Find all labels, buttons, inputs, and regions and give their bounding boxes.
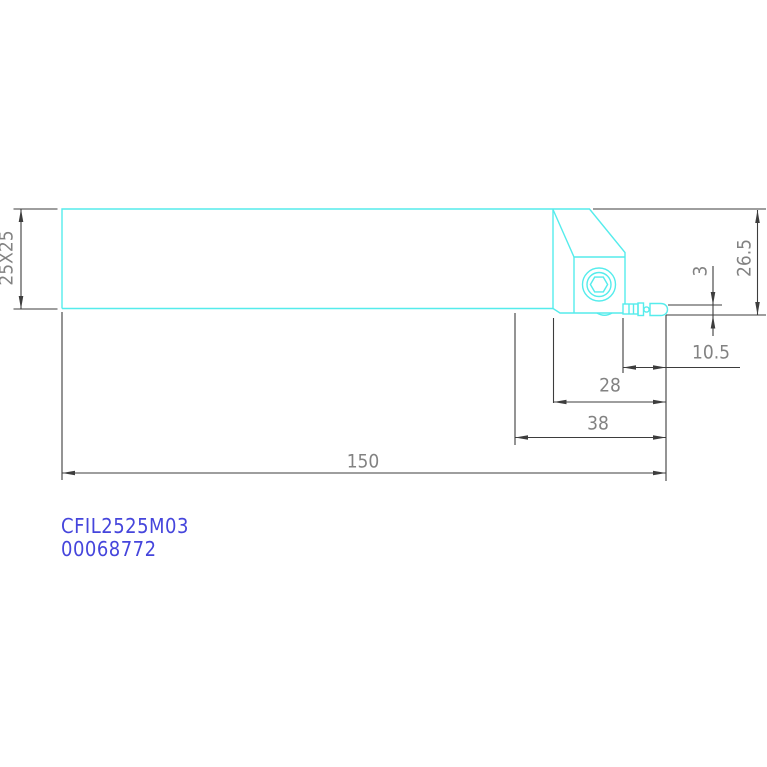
arrow-25x25-up — [18, 209, 24, 222]
arrow-10-5-right — [653, 365, 666, 370]
head-chamfer-inner-edge — [552, 209, 625, 258]
arrow-28-right — [653, 399, 666, 405]
arrow-150-left — [62, 470, 75, 476]
insert-assembly — [622, 302, 669, 317]
arrow-25x25-down — [18, 296, 24, 309]
arrow-10-5-left — [623, 365, 636, 370]
arrow-26-5-up — [755, 210, 760, 223]
tool-outline-top — [61, 208, 626, 309]
arrow-26-5-down — [755, 302, 760, 315]
arrow-150-right — [653, 470, 666, 476]
arrow-28-left — [553, 399, 567, 405]
arrow-38-left — [515, 435, 528, 440]
dim-label-insert-width: 3 — [689, 265, 712, 277]
insert-seat — [622, 303, 639, 315]
dim-label-overall-length: 150 — [346, 450, 380, 473]
clamp-screw-outer-circle — [581, 267, 617, 302]
insert-clamp-block — [637, 302, 645, 317]
insert-clamp-pin — [643, 306, 650, 313]
head-boundary-and-bottom-edge — [552, 209, 623, 314]
insert-tip — [649, 302, 669, 317]
part-number-label: CFIL2525M03 — [61, 514, 189, 538]
clamp-screw-hex-socket — [589, 276, 609, 293]
arrow-3-up — [710, 315, 716, 329]
arrow-3-down — [710, 292, 716, 305]
dim-label-tip-overhang: 10.5 — [691, 341, 731, 364]
order-number-label: 00068772 — [61, 537, 157, 561]
dim-label-shank-section: 25X25 — [0, 230, 18, 286]
dim-label-head-length: 28 — [599, 374, 621, 397]
dim-label-tip-height: 26.5 — [733, 238, 756, 278]
dim-label-front-length: 38 — [587, 412, 609, 435]
dimension-lines — [13, 208, 766, 481]
clamp-tab-arc — [596, 312, 613, 316]
clamp-screw-inner-circle — [586, 271, 612, 298]
arrow-38-right — [653, 435, 666, 440]
dimension-arrowheads — [18, 209, 760, 476]
tool-body — [61, 208, 669, 317]
